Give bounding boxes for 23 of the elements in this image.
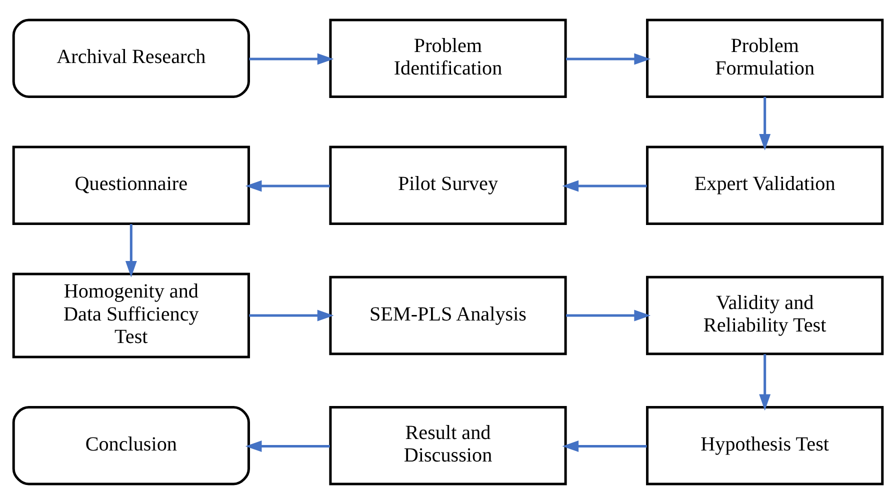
node-box: Problem Identification: [329, 18, 567, 98]
node-box: Archival Research: [12, 18, 250, 98]
node-box: Hypothesis Test: [646, 406, 884, 485]
arrow: [759, 96, 771, 150]
arrow: [249, 309, 334, 321]
arrow: [125, 224, 137, 277]
arrow: [562, 440, 647, 452]
node-box: Questionnaire: [12, 145, 250, 224]
arrow: [562, 180, 647, 192]
node-box: Result and Discussion: [329, 406, 567, 485]
arrow: [759, 354, 771, 410]
arrow: [566, 309, 651, 321]
node-box: Expert Validation: [646, 145, 884, 224]
node-box: SEM-PLS Analysis: [329, 275, 567, 355]
arrow: [249, 52, 334, 64]
node-box: Conclusion: [12, 406, 250, 485]
arrow: [245, 440, 330, 452]
node-box: Homogenity and Data Sufficiency Test: [12, 272, 250, 358]
node-box: Problem Formulation: [646, 18, 884, 98]
node-box: Pilot Survey: [329, 145, 567, 224]
arrow: [566, 52, 651, 64]
node-box: Validity and Reliability Test: [646, 275, 884, 355]
arrow: [245, 180, 330, 192]
